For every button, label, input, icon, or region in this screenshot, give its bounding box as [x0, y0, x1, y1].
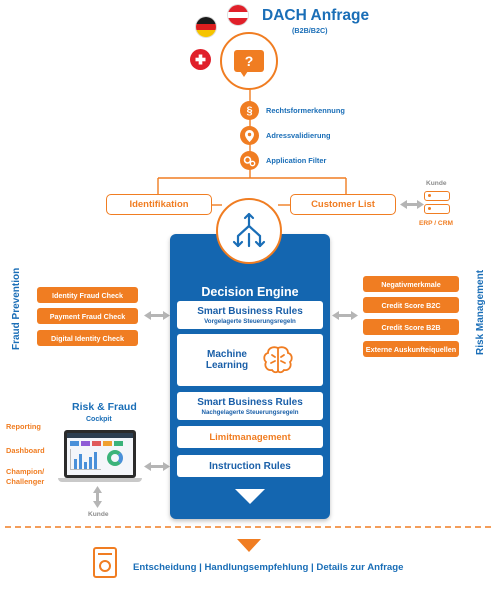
- risk-item-negativmerkmale: Negativmerkmale: [363, 276, 459, 292]
- result-text: Entscheidung | Handlungsempfehlung | Det…: [133, 562, 404, 573]
- rules-pre-box: Smart Business Rules Vorgelagerte Steuer…: [177, 301, 323, 329]
- instruction-rules-label: Instruction Rules: [209, 460, 291, 472]
- rules-post-title: Smart Business Rules: [197, 396, 303, 408]
- cockpit-label-challenger: Challenger: [6, 477, 45, 486]
- fraud-item-digital: Digital Identity Check: [37, 330, 138, 346]
- flag-switzerland-icon: [190, 49, 211, 70]
- location-pin-icon: [240, 126, 259, 145]
- brain-icon: [263, 346, 293, 374]
- page-title: DACH Anfrage: [262, 7, 370, 24]
- database-icon: [424, 191, 450, 215]
- ml-title-line2: Learning: [205, 360, 249, 371]
- step-rechtsformerkennung: Rechtsformerkennung: [266, 106, 345, 115]
- result-document-icon: [93, 547, 117, 578]
- identifikation-box: Identifikation: [106, 194, 212, 215]
- routing-hub: [216, 198, 282, 264]
- cockpit-label-champion: Champion/: [6, 467, 45, 476]
- rules-pre-title: Smart Business Rules: [197, 305, 303, 317]
- risk-management-title: Risk Management: [475, 269, 486, 355]
- chat-question-icon: ?: [234, 50, 264, 77]
- cockpit-subtitle: Cockpit: [86, 416, 112, 423]
- fraud-item-payment: Payment Fraud Check: [37, 308, 138, 324]
- flag-austria-icon: [228, 5, 248, 25]
- cockpit-label-dashboard: Dashboard: [6, 446, 45, 455]
- rules-pre-subtitle: Vorgelagerte Steuerungsregeln: [204, 317, 296, 325]
- fraud-prevention-title: Fraud Prevention: [11, 267, 22, 350]
- customer-list-box: Customer List: [290, 194, 396, 215]
- risk-item-credit-b2b: Credit Score B2B: [363, 319, 459, 335]
- machine-learning-box: Machine Learning: [177, 334, 323, 386]
- risk-item-externe: Externe Auskunfteiquellen: [363, 341, 459, 357]
- limitmanagement-label: Limitmanagement: [209, 431, 291, 443]
- cockpit-title: Risk & Fraud: [72, 401, 137, 413]
- limitmanagement-box: Limitmanagement: [177, 426, 323, 448]
- fraud-item-identity: Identity Fraud Check: [37, 287, 138, 303]
- page-subtitle: (B2B/B2C): [292, 26, 328, 35]
- instruction-rules-box: Instruction Rules: [177, 455, 323, 477]
- paragraph-icon: §: [240, 101, 259, 120]
- flag-germany-icon: [196, 17, 216, 37]
- engine-output-arrow-icon: [235, 489, 265, 504]
- request-bubble: ?: [220, 32, 278, 90]
- erp-crm-label: ERP / CRM: [419, 220, 453, 227]
- rules-post-box: Smart Business Rules Nachgelagerte Steue…: [177, 392, 323, 420]
- laptop-icon: [58, 430, 142, 490]
- decision-engine-title: Decision Engine: [201, 285, 299, 299]
- kunde-label-top: Kunde: [426, 180, 447, 187]
- rules-post-subtitle: Nachgelagerte Steuerungsregeln: [201, 408, 299, 416]
- gears-icon: [240, 151, 259, 170]
- ml-title-line1: Machine: [206, 349, 247, 360]
- cockpit-label-reporting: Reporting: [6, 422, 41, 431]
- kunde-label-bottom: Kunde: [88, 511, 109, 518]
- step-adressvalidierung: Adressvalidierung: [266, 131, 331, 140]
- risk-item-credit-b2c: Credit Score B2C: [363, 297, 459, 313]
- step-application-filter: Application Filter: [266, 156, 327, 165]
- routing-arrows-icon: [232, 212, 266, 248]
